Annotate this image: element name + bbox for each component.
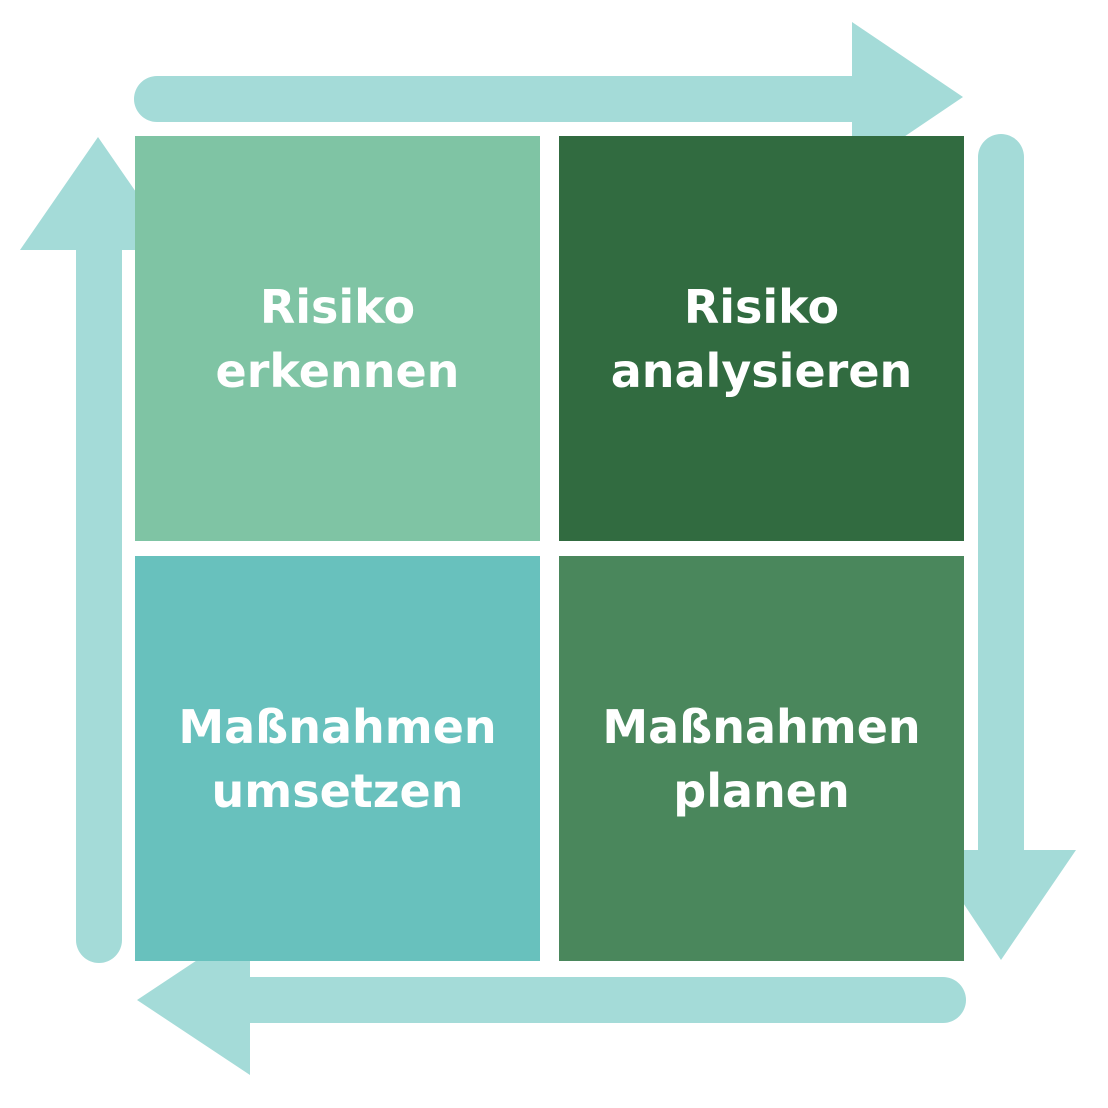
right-arrow — [928, 134, 1076, 960]
quadrant-label-line1: Maßnahmen — [178, 699, 497, 754]
quadrant-label-line2: erkennen — [215, 343, 460, 398]
left-arrow — [20, 137, 176, 963]
quadrant-label-line1: Risiko — [259, 279, 416, 334]
top-arrow — [134, 22, 963, 172]
quadrant-label-line1: Maßnahmen — [602, 699, 921, 754]
quadrant-label-line1: Risiko — [683, 279, 840, 334]
quadrant-label-line2: analysieren — [610, 343, 913, 398]
quadrant-label-line2: umsetzen — [211, 763, 464, 818]
quadrant-risiko-analysieren: Risiko analysieren — [559, 136, 964, 541]
quadrant-massnahmen-umsetzen: Maßnahmen umsetzen — [135, 556, 540, 961]
quadrant-massnahmen-planen: Maßnahmen planen — [559, 556, 964, 961]
arrow-group — [20, 22, 1076, 1075]
bottom-arrow — [137, 925, 966, 1075]
quadrant-risiko-erkennen: Risiko erkennen — [135, 136, 540, 541]
quadrant-label-line2: planen — [673, 763, 850, 818]
